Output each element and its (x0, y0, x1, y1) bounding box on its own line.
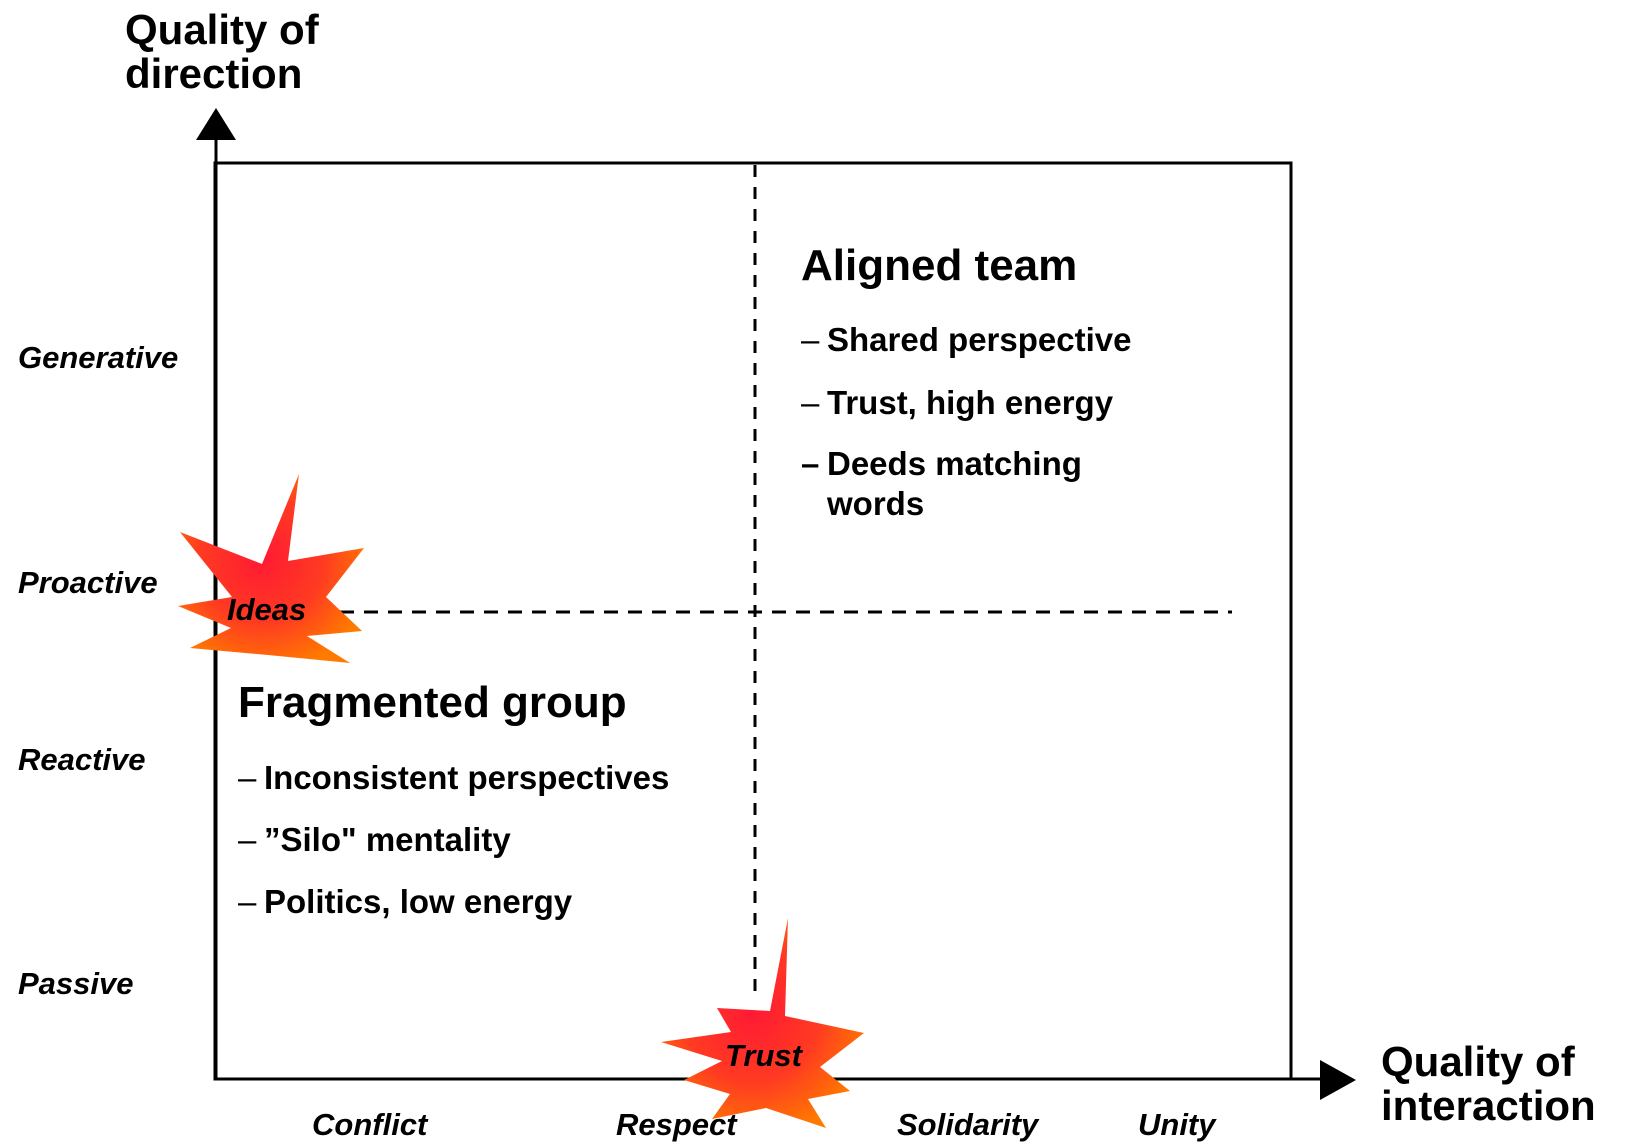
x-axis-arrowhead (1320, 1060, 1356, 1100)
x-axis-title-line2: interaction (1381, 1082, 1596, 1129)
x-level-respect: Respect (616, 1107, 737, 1142)
fragmented-item-2-text: ”Silo" mentality (264, 821, 511, 858)
aligned-item-3-text: Deeds matching (827, 445, 1082, 482)
y-level-proactive: Proactive (18, 565, 158, 600)
y-level-passive: Passive (18, 966, 134, 1001)
bullet-dash: – (801, 445, 820, 482)
y-level-generative: Generative (18, 340, 179, 375)
bullet-dash: – (238, 759, 257, 796)
matrix-frame (213, 161, 1293, 1081)
x-axis-title-line1: Quality of (1381, 1038, 1575, 1085)
fragmented-item-1-text: Inconsistent perspectives (264, 759, 670, 796)
aligned-item-3-continuation: words (827, 485, 925, 522)
trust-burst (661, 918, 864, 1128)
bullet-dash: – (238, 883, 257, 920)
y-level-reactive: Reactive (18, 742, 146, 777)
fragmented-item-3-text: Politics, low energy (264, 883, 573, 920)
fragmented-item-2: –”Silo" mentality (238, 820, 511, 860)
fragmented-group-title: Fragmented group (238, 678, 627, 727)
x-axis-title: Quality of interaction (1381, 1040, 1596, 1128)
fragmented-item-3: –Politics, low energy (238, 882, 572, 922)
aligned-item-2: –Trust, high energy (801, 383, 1113, 423)
aligned-item-1-text: Shared perspective (827, 321, 1132, 358)
y-axis-title: Quality of direction (125, 8, 319, 96)
fragmented-item-1: –Inconsistent perspectives (238, 758, 669, 798)
aligned-team-title: Aligned team (801, 241, 1078, 290)
bullet-dash: – (801, 384, 820, 421)
trust-burst-label: Trust (725, 1038, 802, 1073)
y-axis-title-line1: Quality of (125, 6, 319, 53)
aligned-item-1: –Shared perspective (801, 320, 1131, 360)
ideas-burst (178, 474, 364, 663)
aligned-item-3: –Deeds matching (801, 444, 1082, 484)
bullet-dash: – (238, 821, 257, 858)
x-level-unity: Unity (1138, 1107, 1216, 1142)
aligned-item-2-text: Trust, high energy (827, 384, 1114, 421)
y-axis-arrowhead (196, 108, 236, 140)
y-axis-title-line2: direction (125, 50, 303, 97)
ideas-burst-label: Ideas (227, 592, 307, 627)
bullet-dash: – (801, 321, 820, 358)
x-level-conflict: Conflict (312, 1107, 428, 1142)
x-level-solidarity: Solidarity (897, 1107, 1039, 1142)
